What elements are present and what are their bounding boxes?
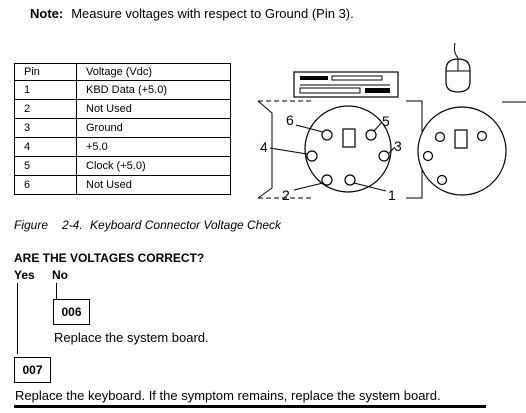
- table-row: 3 Ground: [14, 118, 231, 138]
- yes-branch-line: [17, 283, 18, 354]
- mouse-icon: [445, 42, 471, 93]
- note: Note: Measure voltages with respect to Gr…: [30, 6, 354, 21]
- table-row: 2 Not Used: [14, 99, 231, 119]
- figure-number: 2-4.: [62, 218, 83, 232]
- pin-cell: 5: [14, 156, 77, 176]
- connector-diagram: 1 2 4 5 6 3: [257, 42, 526, 203]
- step-number-box: 007: [14, 357, 51, 383]
- figure-label: Figure: [14, 218, 49, 232]
- pin-cell: 1: [14, 80, 77, 100]
- answer-yes: Yes: [14, 268, 35, 282]
- pin-cell: 4: [14, 137, 77, 157]
- no-branch-line: [56, 283, 57, 300]
- note-label: Note:: [30, 6, 64, 21]
- header-voltage: Voltage (Vdc): [76, 63, 231, 81]
- voltage-cell: KBD Data (+5.0): [76, 80, 231, 100]
- pin-label-4: 4: [260, 139, 268, 155]
- step-number: 007: [22, 363, 43, 377]
- pin-label-6: 6: [286, 112, 294, 128]
- pin-label-3: 3: [394, 138, 402, 154]
- table-row: 6 Not Used: [14, 175, 231, 195]
- bottom-rule: [14, 405, 486, 408]
- pin-cell: 6: [14, 175, 77, 195]
- voltage-cell: Ground: [76, 118, 231, 138]
- table-header-row: Pin Voltage (Vdc): [14, 63, 231, 81]
- voltage-table: Pin Voltage (Vdc) 1 KBD Data (+5.0) 2 No…: [14, 63, 231, 195]
- step-text: Replace the keyboard. If the symptom rem…: [15, 388, 441, 403]
- figure-caption: Figure 2-4. Keyboard Connector Voltage Ch…: [14, 218, 281, 232]
- table-row: 5 Clock (+5.0): [14, 156, 231, 176]
- header-pin: Pin: [14, 63, 77, 81]
- step-text: Replace the system board.: [54, 330, 209, 345]
- pin-cell: 3: [14, 118, 77, 138]
- voltage-cell: Not Used: [76, 175, 231, 195]
- pin-label-1: 1: [388, 187, 396, 203]
- step-number: 006: [61, 305, 82, 319]
- keyboard-connector: [269, 105, 396, 193]
- system-unit-icon: [293, 71, 399, 98]
- answer-no: No: [52, 268, 68, 282]
- voltage-cell: Not Used: [76, 99, 231, 119]
- pin-label-5: 5: [382, 113, 390, 129]
- voltage-cell: Clock (+5.0): [76, 156, 231, 176]
- pin-cell: 2: [14, 99, 77, 119]
- step-number-box: 006: [53, 299, 90, 325]
- mouse-connector: [417, 101, 526, 196]
- question-heading: ARE THE VOLTAGES CORRECT?: [14, 251, 205, 265]
- figure-title: Keyboard Connector Voltage Check: [90, 218, 282, 232]
- table-row: 4 +5.0: [14, 137, 231, 157]
- voltage-cell: +5.0: [76, 137, 231, 157]
- table-row: 1 KBD Data (+5.0): [14, 80, 231, 100]
- pin-label-2: 2: [282, 187, 290, 203]
- note-text: Measure voltages with respect to Ground …: [71, 6, 354, 21]
